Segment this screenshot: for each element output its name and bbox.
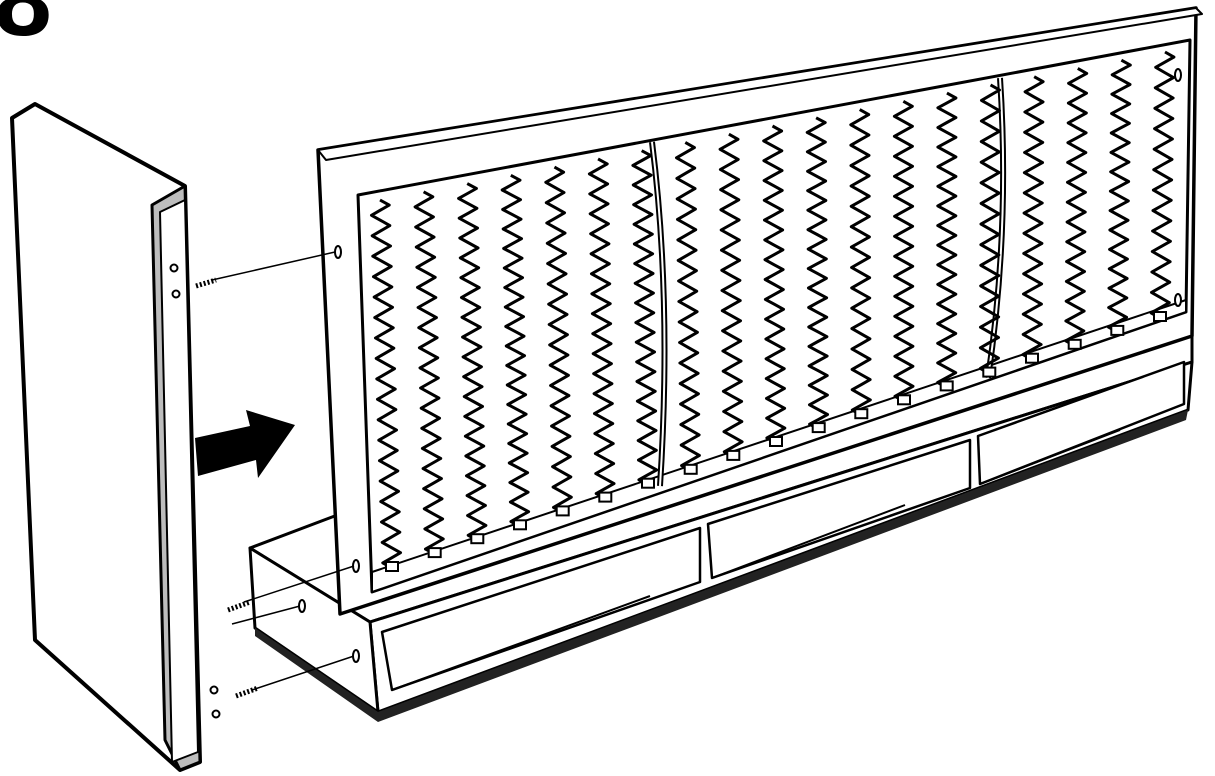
spring-clip xyxy=(470,533,485,545)
spring xyxy=(500,174,531,528)
side-arm-panel xyxy=(10,102,221,772)
spring xyxy=(978,83,1001,375)
spring-clip xyxy=(427,547,442,559)
spring-clip xyxy=(854,408,869,420)
spring xyxy=(370,198,402,570)
arrow-right-icon xyxy=(195,410,295,478)
spring-clip xyxy=(939,380,954,392)
spring-clip xyxy=(982,366,997,378)
spring-clip xyxy=(1025,352,1039,364)
spring-clip xyxy=(1067,338,1082,350)
spring-clip xyxy=(513,519,527,531)
spring-clip xyxy=(769,436,783,447)
spring-clip xyxy=(683,463,698,475)
spring-clip xyxy=(555,505,570,517)
spring xyxy=(805,116,829,431)
spring-clip xyxy=(1153,311,1167,322)
spring xyxy=(1106,58,1132,334)
spring xyxy=(1149,50,1176,320)
spring-clip xyxy=(1110,324,1125,336)
spring-clip xyxy=(897,394,911,406)
spring xyxy=(457,182,488,542)
spring xyxy=(587,157,616,500)
spring xyxy=(631,149,659,487)
screw-icon xyxy=(227,599,251,613)
step-number: 8 xyxy=(0,0,52,58)
springs-group xyxy=(370,50,1176,572)
spring xyxy=(762,124,787,445)
screws-group xyxy=(195,251,360,699)
spring xyxy=(892,100,915,403)
spring xyxy=(718,132,744,459)
spring-clip xyxy=(385,561,399,572)
spring xyxy=(936,91,958,389)
spring xyxy=(413,190,445,556)
spring-clip xyxy=(598,491,613,503)
screw-icon xyxy=(195,277,217,289)
spring-clip xyxy=(811,422,826,434)
spring xyxy=(1021,75,1045,362)
spring-clip xyxy=(641,477,655,489)
spring-clip xyxy=(726,449,741,461)
spring xyxy=(1064,67,1089,348)
spring xyxy=(849,108,872,417)
spring xyxy=(675,141,701,473)
spring xyxy=(544,165,573,514)
